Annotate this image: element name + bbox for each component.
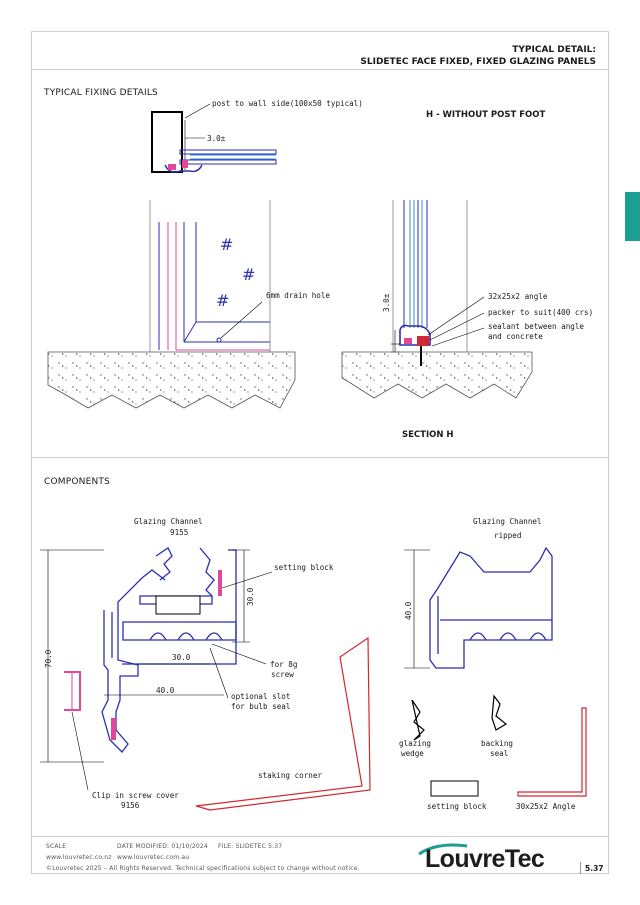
- wedge-label-1: glazing: [399, 739, 432, 748]
- section-h-label: SECTION H: [402, 430, 454, 440]
- divider-top: [31, 69, 609, 70]
- date-modified: DATE MODIFIED: 01/10/2024: [117, 843, 208, 850]
- page-title-line2: SLIDETEC FACE FIXED, FIXED GLAZING PANEL…: [360, 57, 596, 67]
- svg-text:#: #: [216, 291, 229, 310]
- divider-footer: [31, 836, 609, 837]
- page-number: 5.37: [585, 864, 604, 873]
- components-section-title: COMPONENTS: [44, 477, 111, 487]
- drain-hole-label: 6mm drain hole: [266, 291, 331, 300]
- glazing-channel-profile: [101, 547, 237, 753]
- dimension-30-vertical: 30.0: [246, 587, 255, 606]
- backing-seal-shape: [491, 694, 508, 731]
- dimension-top: 3.0±: [207, 134, 226, 143]
- screw-label-2: screw: [271, 670, 294, 679]
- divider-middle: [31, 457, 609, 458]
- website-nz[interactable]: www.louvretec.co.nz: [46, 854, 112, 861]
- dimension-40-horizontal: 40.0: [156, 686, 175, 695]
- view-title: H - WITHOUT POST FOOT: [426, 110, 546, 120]
- staking-corner-label: staking corner: [258, 771, 323, 780]
- angle-part-shape: [517, 707, 587, 797]
- dimension-30-horizontal: 30.0: [172, 653, 191, 662]
- dimension-40-vertical: 40.0: [404, 601, 413, 620]
- fixing-section-title: TYPICAL FIXING DETAILS: [44, 88, 158, 98]
- slot-label-2: for bulb seal: [231, 702, 291, 711]
- setting-block-part-shape: [430, 780, 479, 797]
- wedge-label-2: wedge: [401, 749, 424, 758]
- glazing-wedge-shape: [411, 699, 425, 741]
- ripped-glazing-channel: [429, 546, 553, 669]
- clip-label-2: 9156: [121, 801, 140, 810]
- post-label: post to wall side(100x50 typical): [212, 99, 363, 108]
- louvretec-logo: LouvreTec: [425, 845, 545, 873]
- scale-label: SCALE: [46, 843, 67, 850]
- sealant-label-2: and concrete: [488, 332, 543, 341]
- section-tab[interactable]: [625, 192, 640, 241]
- setting-block-part-label: setting block: [427, 802, 487, 811]
- elevation-detail: # # #: [47, 200, 296, 409]
- sealant-label-1: sealant between angle: [488, 322, 585, 331]
- clip-label-1: Clip in screw cover: [92, 791, 179, 800]
- backing-label-1: backing: [481, 739, 514, 748]
- drawing-frame: [31, 31, 609, 874]
- glazing-channel-code: 9155: [170, 528, 189, 537]
- packer-label: packer to suit(400 crs): [488, 308, 594, 317]
- ripped-channel-sub: ripped: [494, 531, 522, 540]
- ripped-channel-title: Glazing Channel: [473, 517, 542, 526]
- copyright: ©Louvretec 2025 – All Rights Reserved. T…: [46, 865, 360, 872]
- glazing-channel-title: Glazing Channel: [134, 517, 203, 526]
- angle-label: 32x25x2 angle: [488, 292, 548, 301]
- backing-label-2: seal: [490, 749, 509, 758]
- section-h-detail: [341, 200, 533, 399]
- footer-separator: [580, 862, 581, 874]
- angle-part-label: 30x25x2 Angle: [516, 802, 576, 811]
- setting-block-label: setting block: [274, 563, 334, 572]
- logo-swoosh-icon: [418, 843, 468, 856]
- svg-text:#: #: [242, 265, 255, 284]
- slot-label-1: optional slot: [231, 692, 291, 701]
- staking-corner-shape: [195, 636, 371, 811]
- dimension-side: 3.0±: [382, 293, 391, 312]
- page-title-line1: TYPICAL DETAIL:: [512, 45, 596, 55]
- backing-seal-pink: [218, 570, 222, 596]
- setting-block-shape: [155, 595, 201, 615]
- screw-label-1: for 8g: [270, 660, 298, 669]
- post-plan-detail: [151, 103, 277, 173]
- file-name: FILE: SLIDETEC 5.37: [218, 843, 283, 850]
- svg-text:#: #: [220, 235, 233, 254]
- website-au[interactable]: www.louvretec.com.au: [117, 854, 190, 861]
- dimension-70: 70.0: [44, 649, 53, 668]
